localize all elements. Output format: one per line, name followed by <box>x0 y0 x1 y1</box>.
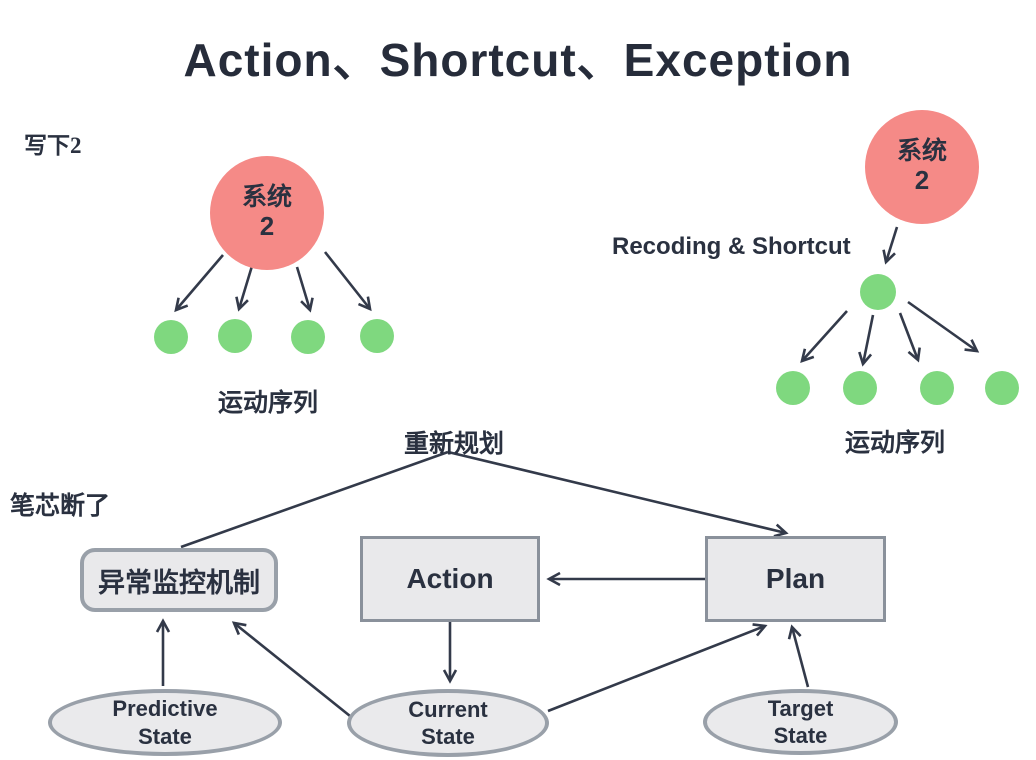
recoding-shortcut-label: Recoding & Shortcut <box>612 233 851 260</box>
exception-monitor-box: 异常监控机制 <box>80 548 278 612</box>
action-label: Action <box>406 563 494 594</box>
motor-sequence-label-right: 运动序列 <box>845 430 946 457</box>
predictive-state-line1: Predictive <box>112 696 218 721</box>
arrow-target-to-plan <box>787 624 810 688</box>
arrow-system2-left-to-seq1 <box>174 254 224 313</box>
motor-sequence-label-left: 运动序列 <box>218 390 319 417</box>
system2-right-label: 系统 <box>896 137 947 165</box>
target-state-ellipse: Target State <box>703 689 898 755</box>
system2-node-left: 系统 2 <box>210 156 324 270</box>
motor-node-right-3 <box>920 371 954 405</box>
arrow-system2-left-to-seq4 <box>323 251 372 312</box>
target-state-line1: Target <box>767 695 834 721</box>
system2-left-number: 2 <box>259 211 275 242</box>
page-title: Action、Shortcut、Exception <box>183 34 853 86</box>
arrow-replan-to-plan <box>447 450 789 538</box>
arrow-chunk-to-seq3 <box>898 312 921 363</box>
arrow-system2-right-to-chunk <box>882 226 899 265</box>
replan-label: 重新规划 <box>404 431 505 458</box>
line-replan-to-monitor <box>180 450 449 549</box>
plan-box: Plan <box>705 536 886 622</box>
chunk-node <box>860 274 896 310</box>
plan-label: Plan <box>765 563 826 594</box>
system2-node-right: 系统 2 <box>865 110 979 224</box>
motor-node-right-4 <box>985 371 1019 405</box>
system2-right-number: 2 <box>914 165 930 196</box>
arrow-chunk-to-seq4 <box>907 300 980 353</box>
note-write-down-2: 写下2 <box>24 133 82 158</box>
motor-node-right-2 <box>843 371 877 405</box>
current-state-ellipse: Current State <box>347 689 549 757</box>
predictive-state-ellipse: Predictive State <box>48 689 282 756</box>
predictive-state-line2: State <box>138 723 192 749</box>
arrow-system2-left-to-seq2 <box>235 265 254 312</box>
arrow-current-to-plan <box>547 623 768 713</box>
current-state-line2: State <box>421 724 475 749</box>
arrow-chunk-to-seq2 <box>858 314 875 367</box>
target-state-line2: State <box>773 723 828 748</box>
current-state-line1: Current <box>408 696 488 722</box>
motor-node-left-3 <box>291 320 325 354</box>
system2-left-label: 系统 <box>241 183 292 211</box>
arrow-current-to-monitor <box>231 621 351 718</box>
motor-node-left-4 <box>360 319 394 353</box>
note-pen-broke: 笔芯断了 <box>10 493 111 520</box>
action-box: Action <box>360 536 540 622</box>
motor-node-right-1 <box>776 371 810 405</box>
arrow-chunk-to-seq1 <box>800 310 848 364</box>
motor-node-left-2 <box>218 319 252 353</box>
arrow-system2-left-to-seq3 <box>295 266 314 313</box>
motor-node-left-1 <box>154 320 188 354</box>
exception-monitor-label: 异常监控机制 <box>98 567 260 598</box>
